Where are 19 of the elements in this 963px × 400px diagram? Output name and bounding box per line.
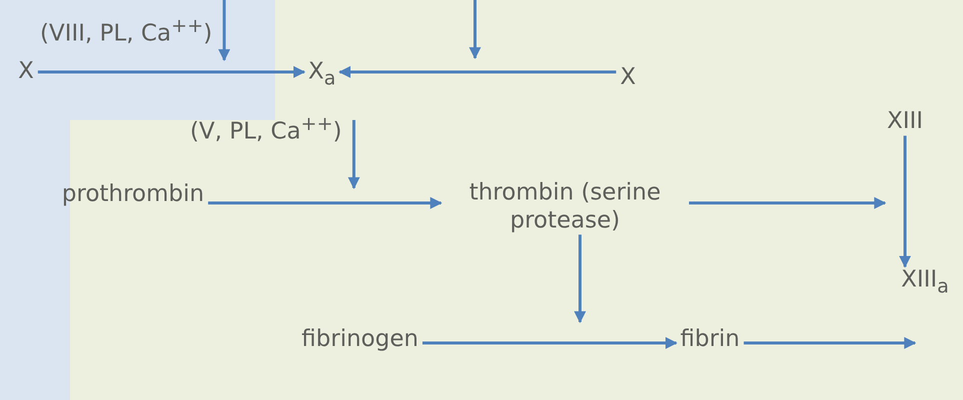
protein-label: XIII$_{a}$ [897, 266, 953, 298]
arrow [208, 197, 442, 209]
protein-label: X [14, 58, 38, 86]
protein-label: X [616, 64, 640, 92]
cofactor-label: (VIII, PL, Ca$^{++}$) [40, 14, 212, 48]
protein-label: thrombin (serine protease) [441, 179, 689, 235]
protein-label: X$_{a}$ [304, 58, 340, 90]
protein-label: fibrin [676, 326, 744, 354]
protein-label: prothrombin [58, 181, 208, 209]
arrow [38, 66, 306, 78]
arrow [899, 136, 911, 268]
protein-label: XIII [882, 108, 928, 136]
arrow [338, 66, 616, 78]
arrow [689, 197, 886, 209]
arrow [574, 234, 586, 324]
cofactor-label: (V, PL, Ca$^{++}$) [190, 112, 342, 146]
arrow [744, 337, 916, 349]
arrow [422, 337, 678, 349]
protein-label: fibrinogen [298, 326, 422, 354]
